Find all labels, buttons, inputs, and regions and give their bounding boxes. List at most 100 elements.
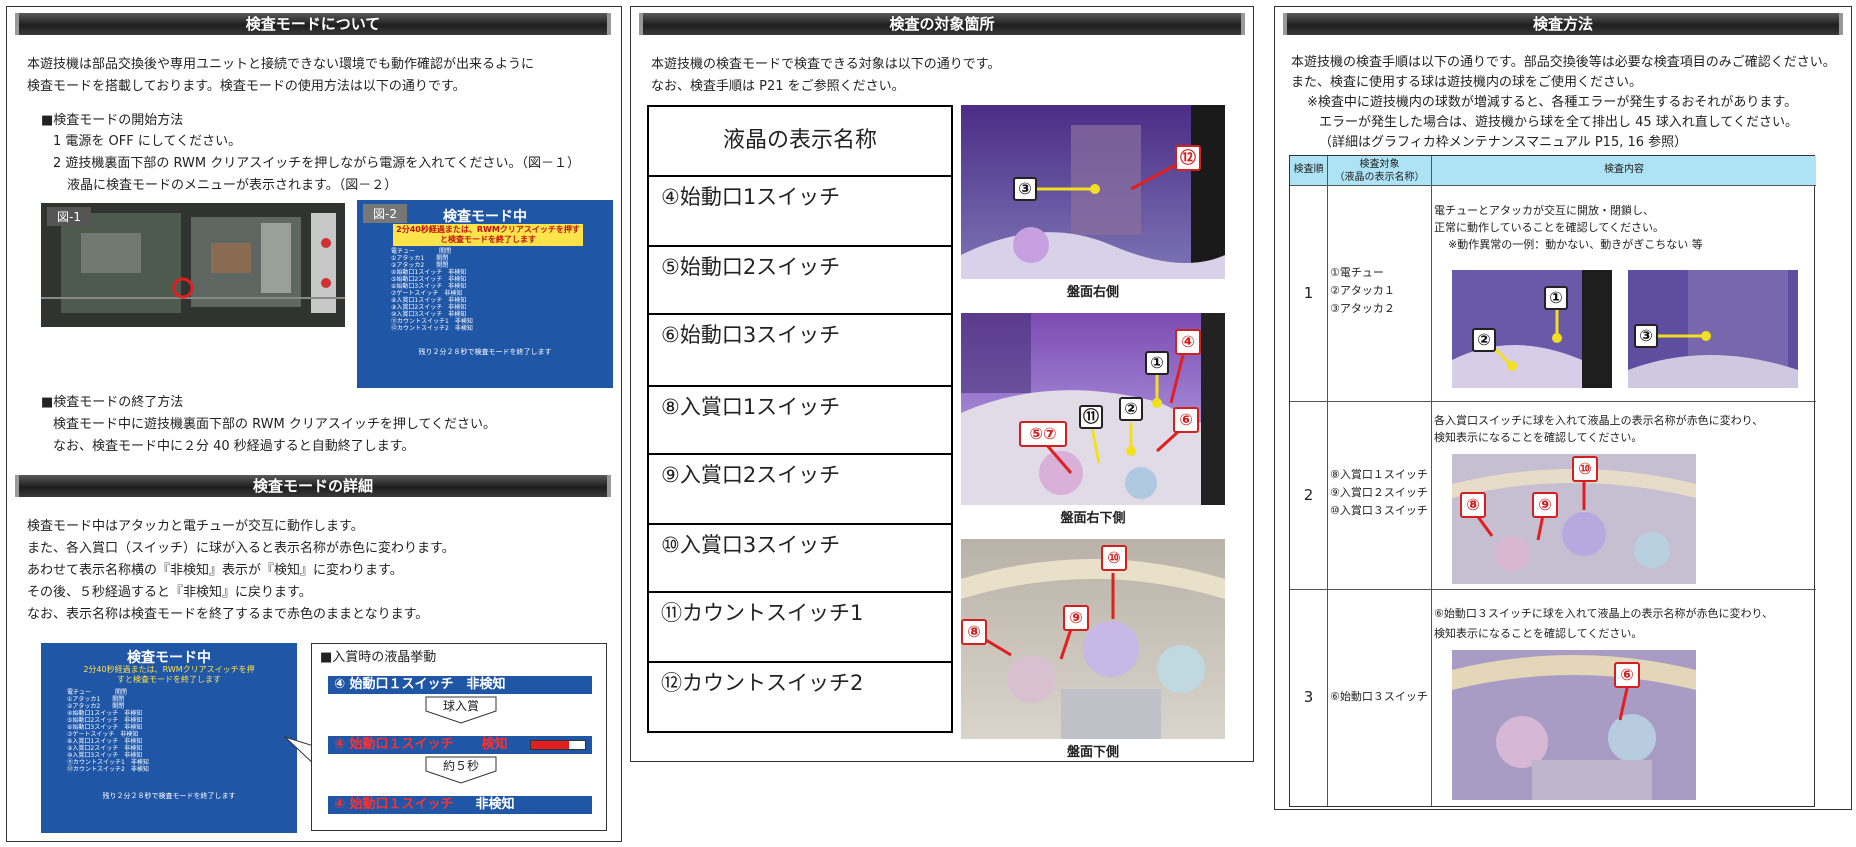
detail-line-5: なお、表示名称は検査モードを終了するまで赤色のままとなります。 xyxy=(27,607,429,622)
board-right-image xyxy=(961,105,1225,279)
menu-item: ⑦ゲートスイッチ 非検知 xyxy=(67,731,139,738)
menu-item: 電チュー 開閉 xyxy=(391,248,452,255)
screen-notice: 2分40秒経過または、RWMクリアスイッチを押すと検査モードを終了します xyxy=(393,224,583,246)
callout-badge: ② xyxy=(1119,397,1143,421)
board-lower-right-photo: ① ④ ② ⑪ ⑤⑦ ⑥ xyxy=(961,313,1225,505)
fig2-label: 図-2 xyxy=(363,204,407,223)
col-header-order: 検査順 xyxy=(1290,156,1328,186)
behavior-box: ■入賞時の液晶挙動 ④ 始動口１スイッチ 非検知 球入賞 ④ 始動口１スイッチ検… xyxy=(311,643,607,831)
method-intro-2: また、検査に使用する球は遊技機内の球をご使用ください。 xyxy=(1291,75,1643,90)
state-bar-reset: ④ 始動口１スイッチ 非検知 xyxy=(328,796,592,814)
menu-item: ②アタッカ2 開閉 xyxy=(391,262,449,269)
state-bar-detected: ④ 始動口１スイッチ 検知 xyxy=(328,736,592,754)
row-target: ⑧入賞口１スイッチ ⑨入賞口２スイッチ ⑩入賞口３スイッチ xyxy=(1328,402,1432,590)
timer-gauge xyxy=(530,740,586,750)
menu-item: ⑫カウントスイッチ2 非検知 xyxy=(391,325,473,332)
photo-caption: 盤面下側 xyxy=(1066,745,1119,760)
callout-badge: ⑧ xyxy=(961,619,987,645)
screen-footer: 残り２分２８秒で検査モードを終了します xyxy=(102,792,236,800)
board-right-photo: ③ ⑫ xyxy=(961,105,1225,279)
row-content: 電チューとアタッカが交互に開放・閉鎖し、 正常に動作していることを確認してくださ… xyxy=(1432,186,1816,402)
menu-item: ①アタッカ1 開閉 xyxy=(67,696,125,703)
target-item: ⑨入賞口２スイッチ xyxy=(1330,486,1428,499)
end-method-title: ■検査モードの終了方法 xyxy=(41,395,184,410)
content-line: 検知表示になることを確認してください。 xyxy=(1434,627,1643,640)
behavior-title: ■入賞時の液晶挙動 xyxy=(320,650,437,665)
callout-badge: ⑩ xyxy=(1572,456,1598,482)
col-header-content: 検査内容 xyxy=(1432,156,1816,186)
col-order-label: 検査順 xyxy=(1293,164,1324,175)
callout-badge: ③ xyxy=(1634,324,1658,348)
target-label: ⑥始動口3スイッチ xyxy=(661,323,841,347)
detail-line-4: その後、５秒経過すると『非検知』に戻ります。 xyxy=(27,585,312,600)
board-bottom-photo: ⑩ ⑨ ⑧ xyxy=(961,539,1225,739)
menu-item: ⑨入賞口2スイッチ 非検知 xyxy=(67,745,143,752)
arrow-label-five-sec: 約５秒 xyxy=(442,759,479,773)
callout-badge: ⑨ xyxy=(1532,492,1558,518)
callout-badge: ⑤⑦ xyxy=(1019,421,1067,447)
board-bottom-image xyxy=(961,539,1225,739)
callout-badge: ② xyxy=(1472,328,1496,352)
callout-badge: ① xyxy=(1544,286,1568,310)
menu-item: 電チュー 開閉 xyxy=(67,689,128,696)
menu-item: ⑤始動口2スイッチ 非検知 xyxy=(391,276,467,283)
content-line: 各入賞口スイッチに球を入れて液晶上の表示名称が赤色に変わり、 xyxy=(1434,414,1764,427)
panel-inspection-method: 検査方法 本遊技機の検査手順は以下の通りです。部品交換後等は必要な検査項目のみご… xyxy=(1274,6,1852,810)
row-order: 3 xyxy=(1290,590,1328,806)
menu-item: ⑨入賞口2スイッチ 非検知 xyxy=(391,304,467,311)
section-header-about: 検査モードについて xyxy=(15,13,611,35)
target-label: ⑤始動口2スイッチ xyxy=(661,255,841,279)
callout-connector xyxy=(284,736,317,768)
order-number: 1 xyxy=(1303,284,1314,302)
target-item: ⑩入賞口３スイッチ xyxy=(1330,504,1428,517)
fig2-lcd-screen: 図-2 検査モード中 2分40秒経過または、RWMクリアスイッチを押すと検査モー… xyxy=(357,200,613,388)
callout-badge: ⑨ xyxy=(1063,605,1089,631)
target-name-table: 液晶の表示名称 ④始動口1スイッチ ⑤始動口2スイッチ ⑥始動口3スイッチ ⑧入… xyxy=(647,105,953,733)
callout-badge: ⑪ xyxy=(1079,405,1103,429)
method-intro-3: ※検査中に遊技機内の球数が増減すると、各種エラーが発生するおそれがあります。 xyxy=(1307,95,1798,110)
down-arrow-1 xyxy=(425,696,497,724)
menu-item: ⑩入賞口3スイッチ 非検知 xyxy=(391,311,467,318)
target-item: ③アタッカ２ xyxy=(1330,302,1395,315)
target-label: ④始動口1スイッチ xyxy=(661,185,841,209)
section-header-method: 検査方法 xyxy=(1283,13,1843,35)
bar-switch-name: ④ 始動口１スイッチ xyxy=(334,797,454,812)
callout-badge: ⑫ xyxy=(1175,145,1201,171)
start-method-title: ■検査モードの開始方法 xyxy=(41,113,184,128)
fig1-label: 図-1 xyxy=(47,207,91,226)
screen-menu-list: 電チュー 開閉 ①アタッカ1 開閉 ②アタッカ2 開閉 ④始動口1スイッチ 非検… xyxy=(67,689,149,773)
row-content: ⑥始動口３スイッチに球を入れて液晶上の表示名称が赤色に変わり、 検知表示になるこ… xyxy=(1432,590,1816,806)
photo-caption: 盤面右側 xyxy=(1066,285,1119,300)
method-intro-4: エラーが発生した場合は、遊技機から球を全て排出し 45 球入れ直してください。 xyxy=(1319,115,1799,130)
screen-title: 検査モード中 xyxy=(443,209,527,225)
col-content-label: 検査内容 xyxy=(1604,164,1644,175)
row2-photo: ⑩ ⑧ ⑨ xyxy=(1452,454,1696,584)
col-target-label: 検査対象 xyxy=(1359,159,1400,170)
menu-item: ④始動口1スイッチ 非検知 xyxy=(67,710,143,717)
bar-state-detected: 検知 xyxy=(481,737,508,752)
detail-lcd-screen: 検査モード中 2分40秒経過または、RWMクリアスイッチを押すと検査モードを終了… xyxy=(41,643,297,833)
menu-item: ⑪カウントスイッチ1 非検知 xyxy=(391,318,473,325)
target-row: ⑨入賞口2スイッチ xyxy=(649,455,951,525)
menu-item: ⑫カウントスイッチ2 非検知 xyxy=(67,766,149,773)
state-bar-undetected: ④ 始動口１スイッチ 非検知 xyxy=(328,676,592,694)
start-port-image xyxy=(1452,650,1696,800)
menu-item: ⑧入賞口1スイッチ 非検知 xyxy=(67,738,143,745)
method-intro-1: 本遊技機の検査手順は以下の通りです。部品交換後等は必要な検査項目のみご確認くださ… xyxy=(1291,55,1836,70)
intro-line-1: 本遊技機は部品交換後や専用ユニットと接続できない環境でも動作確認が出来るように xyxy=(27,57,535,72)
menu-item: ⑪カウントスイッチ1 非検知 xyxy=(67,759,149,766)
detail-line-1: 検査モード中はアタッカと電チューが交互に動作します。 xyxy=(27,519,364,534)
end-line-1: 検査モード中に遊技機裏面下部の RWM クリアスイッチを押してください。 xyxy=(53,417,497,432)
callout-badge: ⑩ xyxy=(1101,545,1127,571)
attacker-image-right xyxy=(1628,270,1798,388)
screen-notice: 2分40秒経過または、RWMクリアスイッチを押すと検査モードを終了します xyxy=(83,665,255,684)
row-target: ⑥始動口３スイッチ xyxy=(1328,590,1432,806)
menu-item: ⑩入賞口3スイッチ 非検知 xyxy=(67,752,143,759)
bar-switch-name: ④ 始動口１スイッチ xyxy=(334,737,454,752)
bar-state-undetected: 非検知 xyxy=(475,797,515,812)
order-number: 3 xyxy=(1303,688,1314,706)
panel-inspection-mode: 検査モードについて 本遊技機は部品交換後や専用ユニットと接続できない環境でも動作… xyxy=(6,6,622,842)
menu-item: ⑥始動口3スイッチ 非検知 xyxy=(391,283,467,290)
row-order: 2 xyxy=(1290,402,1328,590)
target-row: ⑪カウントスイッチ1 xyxy=(649,593,951,663)
